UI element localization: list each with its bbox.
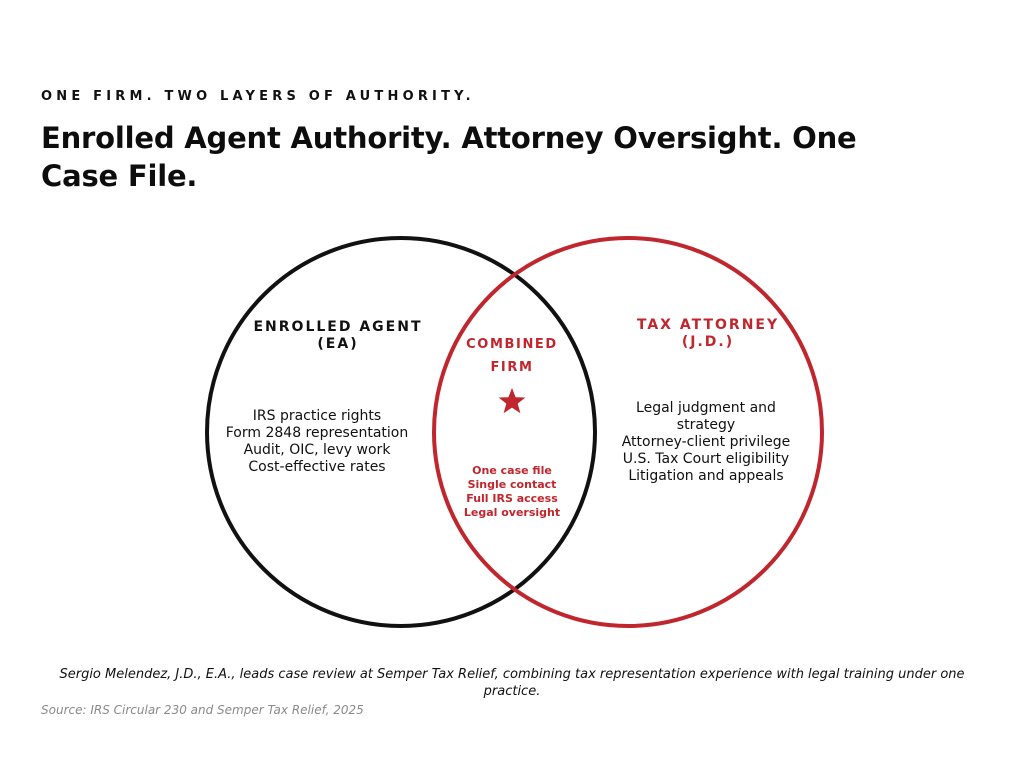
enrolled-agent-circle	[205, 236, 597, 628]
tax-attorney-label-line2: (J.D.)	[681, 334, 735, 350]
list-item: IRS practice rights	[252, 408, 382, 424]
enrolled-agent-label-line2: (EA)	[317, 336, 359, 352]
attribution-caption: Sergio Melendez, J.D., E.A., leads case …	[59, 667, 965, 699]
star-icon	[498, 388, 526, 414]
tax-attorney-items: Legal judgment and strategy Attorney-cli…	[612, 400, 800, 485]
list-item: Full IRS access	[466, 492, 558, 505]
list-item: Single contact	[467, 478, 557, 491]
combined-firm-label: COMBINED FIRM	[451, 333, 573, 379]
tax-attorney-label-line1: TAX ATTORNEY	[636, 317, 780, 333]
enrolled-agent-label: ENROLLED AGENT (EA)	[238, 319, 438, 353]
list-item: One case file	[472, 464, 552, 477]
list-item: Attorney-client privilege	[621, 434, 791, 450]
combined-firm-items: One case file Single contact Full IRS ac…	[451, 464, 573, 520]
list-item: U.S. Tax Court eligibility	[622, 451, 790, 467]
tax-attorney-label: TAX ATTORNEY (J.D.)	[610, 317, 806, 351]
tax-attorney-circle	[432, 236, 824, 628]
page-title: Enrolled Agent Authority. Attorney Overs…	[41, 121, 857, 193]
source-note: Source: IRS Circular 230 and Semper Tax …	[41, 703, 364, 717]
list-item: Cost-effective rates	[248, 459, 386, 475]
eyebrow-text: ONE FIRM. TWO LAYERS OF AUTHORITY.	[41, 89, 475, 104]
enrolled-agent-label-line1: ENROLLED AGENT	[253, 319, 423, 335]
list-item: Litigation and appeals	[628, 468, 784, 484]
list-item: Form 2848 representation	[225, 425, 409, 441]
combined-firm-label-line1: COMBINED	[466, 337, 558, 352]
list-item: Legal judgment and strategy	[636, 400, 776, 433]
list-item: Audit, OIC, levy work	[243, 442, 391, 458]
list-item: Legal oversight	[463, 506, 561, 519]
enrolled-agent-items: IRS practice rights Form 2848 representa…	[214, 408, 420, 476]
combined-firm-label-line2: FIRM	[490, 360, 534, 375]
